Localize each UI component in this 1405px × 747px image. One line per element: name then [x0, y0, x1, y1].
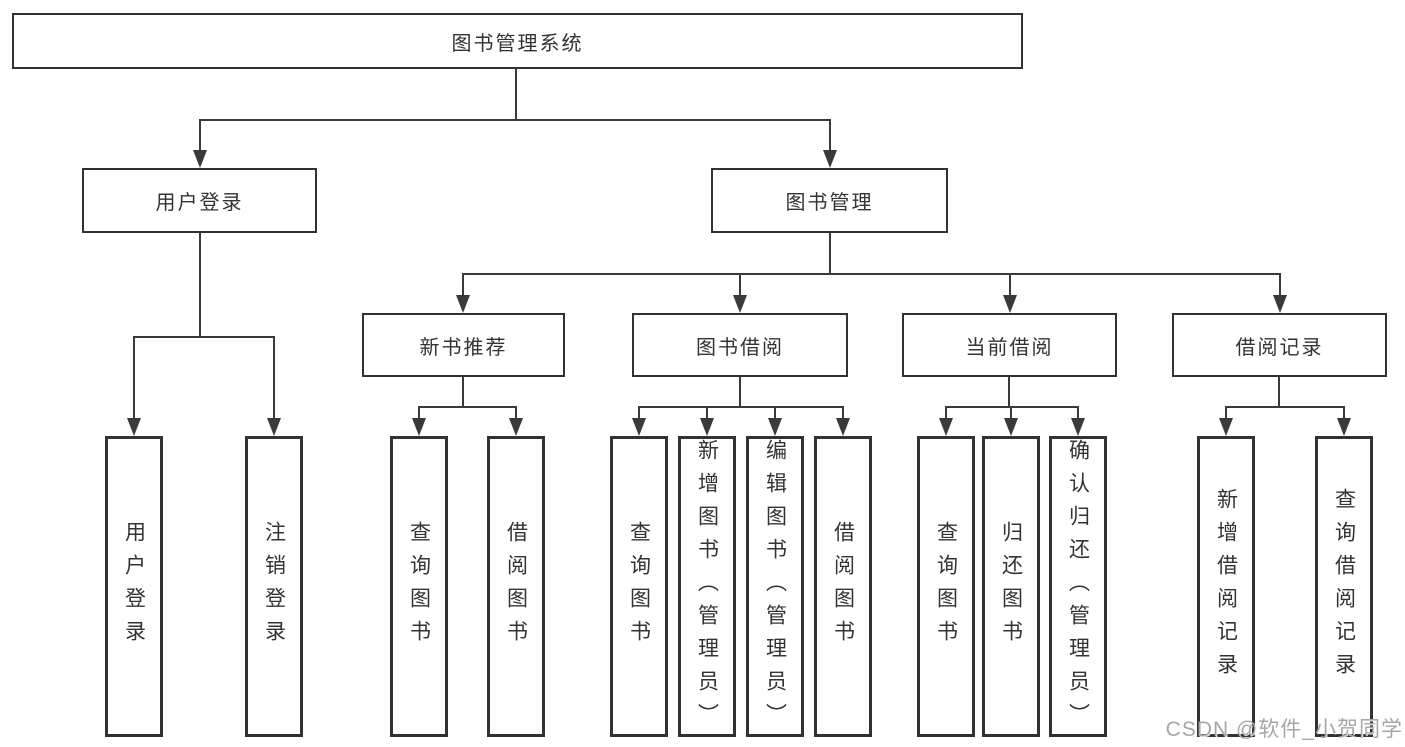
- arrow-down-icon: [632, 418, 646, 436]
- arrow-down-icon: [1273, 295, 1287, 313]
- connector-drop: [273, 336, 275, 419]
- arrow-down-icon: [1071, 418, 1085, 436]
- leaf-add-borrow-record: 新增借阅记录: [1197, 436, 1255, 737]
- node-library-system: 图书管理系统: [12, 13, 1023, 69]
- node-current-borrow: 当前借阅: [902, 313, 1117, 377]
- connector-drop: [706, 406, 708, 419]
- connector-drop: [638, 406, 640, 419]
- connector-drop: [462, 273, 464, 296]
- arrow-down-icon: [1219, 418, 1233, 436]
- connector-drop: [1279, 273, 1281, 296]
- connector-records-stem: [1278, 377, 1280, 407]
- connector-borrow-stem: [739, 377, 741, 407]
- csdn-watermark: CSDN @软件_小贺同学: [1165, 718, 1403, 741]
- arrow-down-icon: [1004, 418, 1018, 436]
- connector-borrow-hbar: [638, 406, 844, 408]
- arrow-down-icon: [456, 295, 470, 313]
- leaf-borrow-books: 借阅图书: [814, 436, 872, 737]
- connector-userlogin-stem: [199, 233, 201, 337]
- arrow-down-icon: [127, 418, 141, 436]
- leaf-add-books-admin: 新增图书（管理员）: [678, 436, 736, 737]
- leaf-edit-books-admin: 编辑图书（管理员）: [746, 436, 804, 737]
- connector-drop: [1009, 273, 1011, 296]
- leaf-confirm-return-admin: 确认归还（管理员）: [1049, 436, 1107, 737]
- leaf-query-books: 查询图书: [610, 436, 668, 737]
- leaf-return-books: 归还图书: [982, 436, 1040, 737]
- connector-drop: [1010, 406, 1012, 419]
- arrow-down-icon: [823, 150, 837, 168]
- leaf-query-books: 查询图书: [917, 436, 975, 737]
- arrow-down-icon: [1003, 295, 1017, 313]
- node-new-book-recommend: 新书推荐: [362, 313, 565, 377]
- connector-drop: [133, 336, 135, 419]
- arrow-down-icon: [1337, 418, 1351, 436]
- connector-root-stem: [515, 69, 517, 120]
- connector-drop: [739, 273, 741, 296]
- connector-drop: [515, 406, 517, 419]
- connector-newbooks-hbar: [418, 406, 517, 408]
- connector-bookmgmt-hbar: [462, 273, 1281, 275]
- connector-records-hbar: [1225, 406, 1345, 408]
- connector-drop: [774, 406, 776, 419]
- connector-current-hbar: [945, 406, 1079, 408]
- leaf-user-login: 用户登录: [105, 436, 163, 737]
- arrow-down-icon: [768, 418, 782, 436]
- arrow-down-icon: [939, 418, 953, 436]
- connector-drop: [1077, 406, 1079, 419]
- connector-drop: [945, 406, 947, 419]
- connector-bookmgmt-stem: [829, 233, 831, 274]
- leaf-logout: 注销登录: [245, 436, 303, 737]
- connector-newbooks-stem: [462, 377, 464, 407]
- connector-drop: [1225, 406, 1227, 419]
- node-book-management: 图书管理: [711, 168, 948, 233]
- connector-userlogin-hbar: [133, 336, 275, 338]
- node-book-borrow: 图书借阅: [632, 313, 848, 377]
- leaf-query-borrow-record: 查询借阅记录: [1315, 436, 1373, 737]
- leaf-query-books: 查询图书: [390, 436, 448, 737]
- connector-root-hbar: [199, 119, 831, 121]
- arrow-down-icon: [267, 418, 281, 436]
- connector-drop: [418, 406, 420, 419]
- connector-current-stem: [1008, 377, 1010, 407]
- leaf-borrow-books: 借阅图书: [487, 436, 545, 737]
- arrow-down-icon: [509, 418, 523, 436]
- arrow-down-icon: [733, 295, 747, 313]
- arrow-down-icon: [193, 150, 207, 168]
- connector-drop: [842, 406, 844, 419]
- arrow-down-icon: [836, 418, 850, 436]
- connector-drop: [1343, 406, 1345, 419]
- node-borrow-records: 借阅记录: [1172, 313, 1387, 377]
- arrow-down-icon: [700, 418, 714, 436]
- node-user-login: 用户登录: [82, 168, 317, 233]
- connector-drop-user-login: [199, 119, 201, 151]
- arrow-down-icon: [412, 418, 426, 436]
- connector-drop-book-mgmt: [829, 119, 831, 151]
